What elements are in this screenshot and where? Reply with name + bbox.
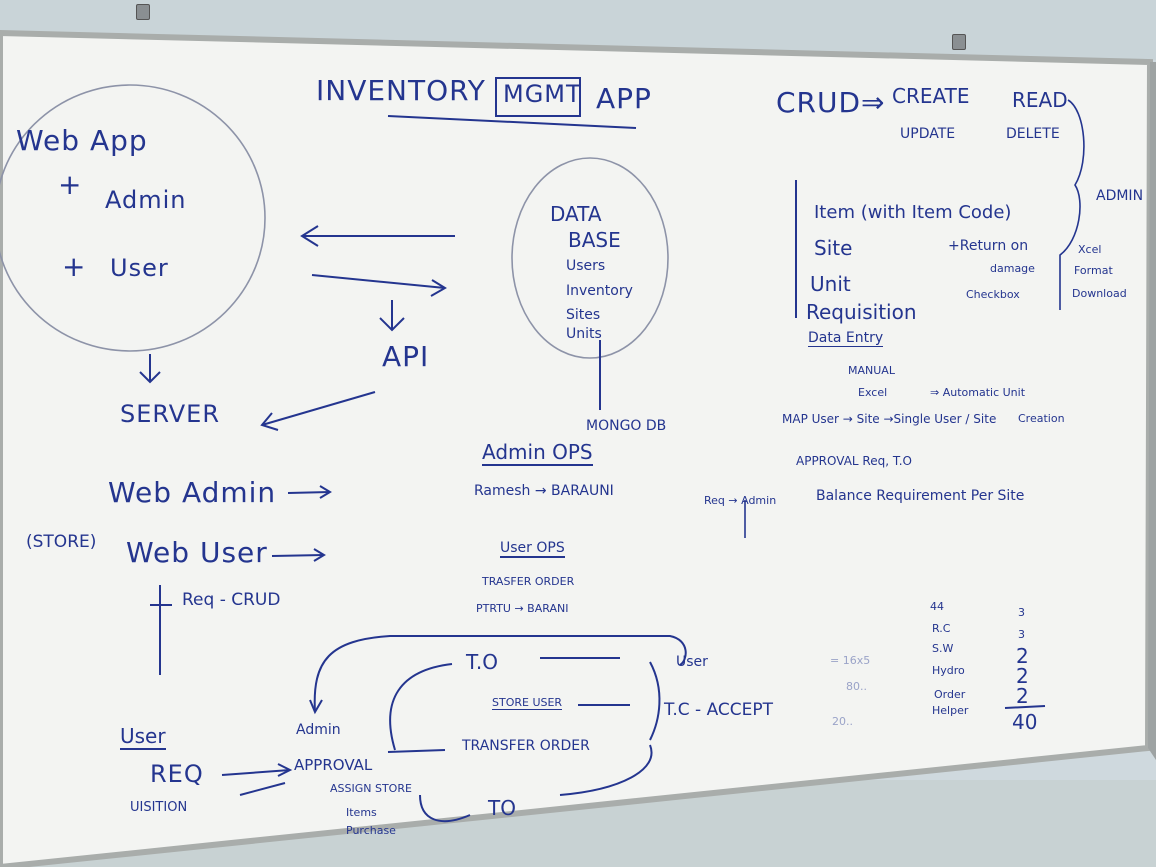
- entry-mode-manual: MANUAL: [848, 364, 895, 377]
- entity-item: Item (with Item Code): [814, 202, 1012, 223]
- req-crud-label: Req - CRUD: [182, 590, 281, 610]
- entity-requisition: Requisition: [806, 300, 917, 324]
- flow-admin: Admin: [296, 722, 341, 738]
- board-screw-left: [136, 4, 150, 20]
- tally-value: 2: [1016, 684, 1029, 708]
- entity-site: Site: [814, 236, 853, 260]
- board-screw-right: [952, 34, 966, 50]
- automatic-note-1: ⇒ Automatic Unit: [930, 386, 1026, 399]
- db-item-users: Users: [566, 258, 606, 274]
- user-ops-line-2: PTRTU → BARANI: [476, 602, 569, 615]
- flow-items: Items: [346, 806, 377, 819]
- user-ops-line-1: TRASFER ORDER: [482, 575, 575, 588]
- flow-approval: APPROVAL: [294, 756, 373, 774]
- tally-label: Hydro: [932, 664, 965, 677]
- tally-label: Helper: [932, 704, 969, 717]
- faint-calc: 20..: [832, 715, 853, 728]
- admin-note-2: Format: [1074, 264, 1113, 277]
- entity-unit: Unit: [810, 272, 851, 296]
- crud-read: READ: [1012, 88, 1068, 112]
- web-admin-label: Web Admin: [108, 476, 277, 509]
- store-tag: (STORE): [26, 532, 97, 552]
- flow-assign: ASSIGN STORE: [330, 782, 412, 795]
- db-item-units: Units: [566, 326, 602, 342]
- data-entry-label: Data Entry: [808, 330, 884, 347]
- faint-calc: 80..: [846, 680, 867, 693]
- webapp-admin: Admin: [105, 186, 187, 214]
- flow-to-bottom: TO: [488, 796, 516, 820]
- flow-tc-accept: T.C - ACCEPT: [664, 700, 774, 720]
- flow-user-right: User: [676, 654, 708, 670]
- database-circle: [511, 157, 669, 359]
- admin-ops-line: Ramesh → BARAUNI: [474, 483, 614, 499]
- flow-transfer-order: TRANSFER ORDER: [462, 738, 590, 754]
- db-heading-1: DATA: [550, 202, 602, 226]
- return-note-1: +Return on: [948, 238, 1029, 254]
- plus-mark: +: [62, 250, 87, 283]
- tally-value: 2: [1016, 644, 1029, 668]
- tally-value: 2: [1016, 664, 1029, 688]
- approval-line: APPROVAL Req, T.O: [796, 454, 912, 468]
- admin-ops-heading: Admin OPS: [482, 440, 593, 466]
- title-prefix: INVENTORY: [316, 74, 486, 107]
- map-line: MAP User → Site →Single User / Site: [782, 412, 997, 426]
- tally-value: 3: [1018, 606, 1025, 619]
- tally-label: S.W: [932, 642, 954, 655]
- webapp-user: User: [110, 254, 169, 282]
- automatic-note-2: Creation: [1018, 412, 1065, 425]
- tally-label: R.C: [932, 622, 951, 635]
- admin-note-3: Download: [1072, 287, 1127, 300]
- crud-delete: DELETE: [1006, 126, 1060, 142]
- crud-admin: ADMIN: [1096, 188, 1144, 204]
- tally-label: Order: [934, 688, 966, 701]
- web-user-label: Web User: [126, 536, 268, 569]
- db-heading-2: BASE: [568, 228, 621, 252]
- title-boxed: MGMT: [503, 80, 582, 108]
- flow-user: User: [120, 724, 166, 750]
- faint-calc: = 16x5: [830, 654, 871, 667]
- title-suffix: APP: [596, 82, 652, 115]
- api-label: API: [382, 340, 430, 373]
- user-ops-heading: User OPS: [500, 540, 565, 558]
- crud-update: UPDATE: [900, 126, 956, 142]
- flow-requisition: UISITION: [130, 800, 188, 815]
- webapp-heading: Web App: [16, 124, 148, 157]
- db-item-sites: Sites: [566, 307, 601, 323]
- db-engine: MONGO DB: [586, 418, 667, 434]
- return-note-3: Checkbox: [966, 288, 1020, 301]
- crud-create: CREATE: [892, 84, 970, 108]
- tally-label: 44: [930, 600, 944, 613]
- flow-to-top: T.O: [466, 650, 498, 674]
- admin-note-1: Xcel: [1078, 243, 1102, 256]
- flow-store-user: STORE USER: [492, 696, 563, 710]
- db-item-inventory: Inventory: [566, 283, 633, 299]
- return-note-2: damage: [990, 262, 1035, 275]
- webapp-circle: [0, 84, 266, 352]
- tally-value: 3: [1018, 628, 1025, 641]
- balance-line: Balance Requirement Per Site: [816, 488, 1025, 504]
- tally-total: 40: [1012, 710, 1038, 734]
- entry-mode-excel: Excel: [858, 386, 888, 399]
- req-admin-line: Req → Admin: [704, 494, 777, 507]
- plus-mark: +: [58, 168, 83, 201]
- server-label: SERVER: [120, 400, 221, 428]
- crud-label: CRUD⇒: [776, 86, 886, 119]
- flow-req: REQ: [150, 760, 204, 788]
- flow-purchase: Purchase: [346, 824, 396, 837]
